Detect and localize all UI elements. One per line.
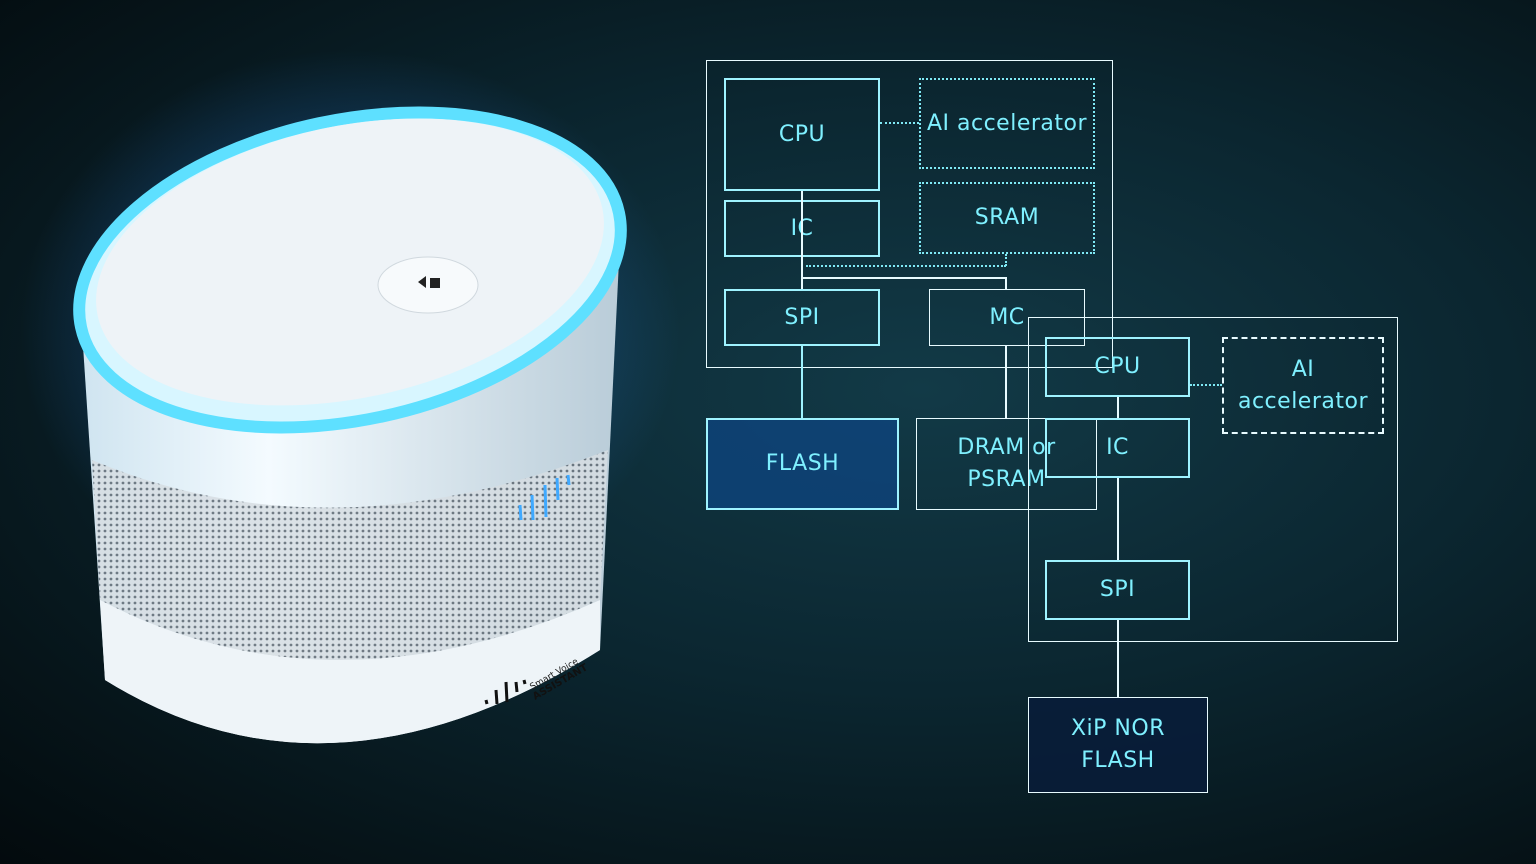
cpu-ic-link-2 xyxy=(1117,397,1119,418)
sram-drop-dotted xyxy=(1005,254,1007,266)
ic-block-2: IC xyxy=(1045,418,1190,478)
mc-label: MC xyxy=(989,304,1025,330)
ai-accelerator-label-2: AI accelerator xyxy=(1237,356,1368,414)
mic-mute-icon xyxy=(418,276,440,288)
mcu-boundary xyxy=(1028,317,1398,642)
cpu-ic-spi-bus xyxy=(801,191,803,289)
ai-accelerator-block-2: AI accelerator xyxy=(1222,337,1384,434)
dram-label-1: DRAM or xyxy=(957,435,1056,460)
voice-light-icon xyxy=(518,474,571,521)
xip-nor-flash-block: XiP NOR FLASH xyxy=(1028,697,1208,793)
spi-flash-link xyxy=(801,346,803,418)
spi-block-2: SPI xyxy=(1045,560,1190,620)
cpu-ai-link-2 xyxy=(1190,384,1222,386)
soc-boundary xyxy=(706,60,1113,368)
dram-label-2: PSRAM xyxy=(967,467,1046,492)
cpu-block: CPU xyxy=(724,78,880,191)
voice-logo-icon xyxy=(484,679,527,705)
mc-block: MC xyxy=(929,289,1085,346)
spi-block: SPI xyxy=(724,289,880,346)
cpu-label-2: CPU xyxy=(1094,354,1141,379)
cpu-label: CPU xyxy=(778,121,826,147)
ic-label-2: IC xyxy=(1106,435,1129,460)
cpu-block-2: CPU xyxy=(1045,337,1190,397)
sram-block: SRAM xyxy=(919,182,1095,254)
xip-label-2: FLASH xyxy=(1081,748,1155,773)
xip-label-1: XiP NOR xyxy=(1070,716,1165,741)
sram-label: SRAM xyxy=(974,205,1040,230)
spi-label-2: SPI xyxy=(1099,577,1136,602)
spi-xip-link xyxy=(1117,620,1119,697)
ic-mc-bus xyxy=(802,277,1007,279)
mc-bus-drop xyxy=(1005,277,1007,289)
flash-label: FLASH xyxy=(765,451,840,476)
ai-accelerator-block: AI accelerator xyxy=(919,78,1095,169)
sram-bus-dotted xyxy=(806,265,1006,267)
cpu-ai-link xyxy=(880,122,919,124)
spi-label: SPI xyxy=(784,304,820,330)
dram-block: DRAM or PSRAM xyxy=(916,418,1097,510)
flash-block: FLASH xyxy=(706,418,899,510)
ai-accelerator-label: AI accelerator xyxy=(926,110,1088,136)
mc-dram-link xyxy=(1005,346,1007,418)
ic-spi-link-2 xyxy=(1117,478,1119,560)
